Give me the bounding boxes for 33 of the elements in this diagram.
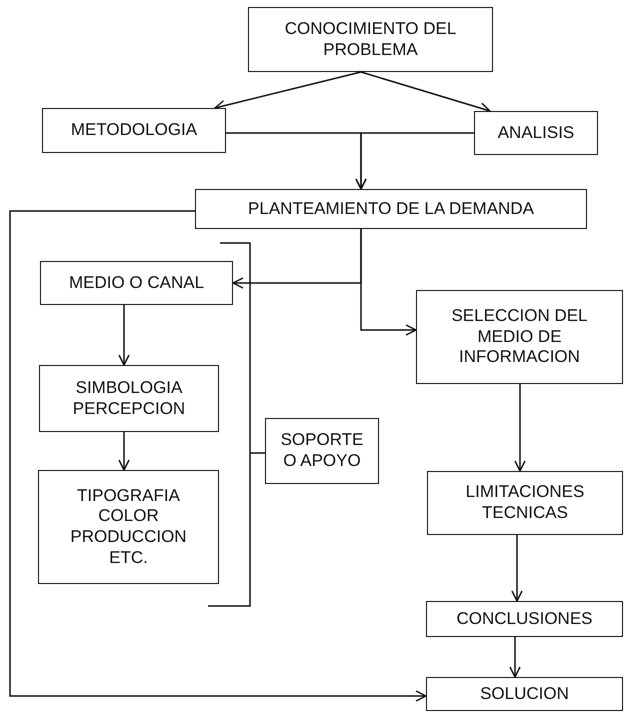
process-box (427, 471, 623, 535)
process-box (40, 261, 233, 305)
arrow (9, 210, 427, 702)
box-label: SELECCION DEL MEDIO DE INFORMACION (450, 306, 589, 368)
arrow (118, 432, 130, 471)
box-label: SIMBOLOGIA PERCEPCION (72, 378, 186, 420)
box-label: SOLUCION (480, 684, 569, 704)
process-box (426, 677, 623, 711)
box-label: METODOLOGIA (70, 120, 198, 141)
box-label: CONCLUSIONES (456, 608, 593, 630)
arrow (118, 305, 130, 366)
process-box (42, 108, 226, 153)
box-label: LIMITACIONES TECNICAS (464, 482, 586, 524)
process-box (248, 7, 493, 72)
arrow (360, 71, 491, 114)
arrow (511, 535, 523, 602)
box-label: SOPORTE O APOYO (280, 430, 364, 472)
arrow (355, 132, 474, 190)
process-box (265, 418, 379, 484)
arrow (360, 229, 417, 336)
process-box (426, 601, 623, 637)
process-box (195, 189, 587, 229)
box-label: MEDIO O CANAL (68, 272, 204, 294)
box-label: CONOCIMIENTO DEL PROBLEMA (284, 18, 458, 60)
process-box (474, 111, 598, 155)
arrow (514, 384, 526, 472)
box-label: TIPOGRAFIA COLOR PRODUCCION ETC. (69, 486, 188, 568)
box-label: ANALISIS (498, 122, 574, 144)
arrow (509, 637, 521, 678)
process-box (38, 470, 219, 584)
box-label: PLANTEAMIENTO DE LA DEMANDA (248, 198, 534, 220)
process-box (39, 365, 219, 432)
process-box (416, 290, 623, 384)
